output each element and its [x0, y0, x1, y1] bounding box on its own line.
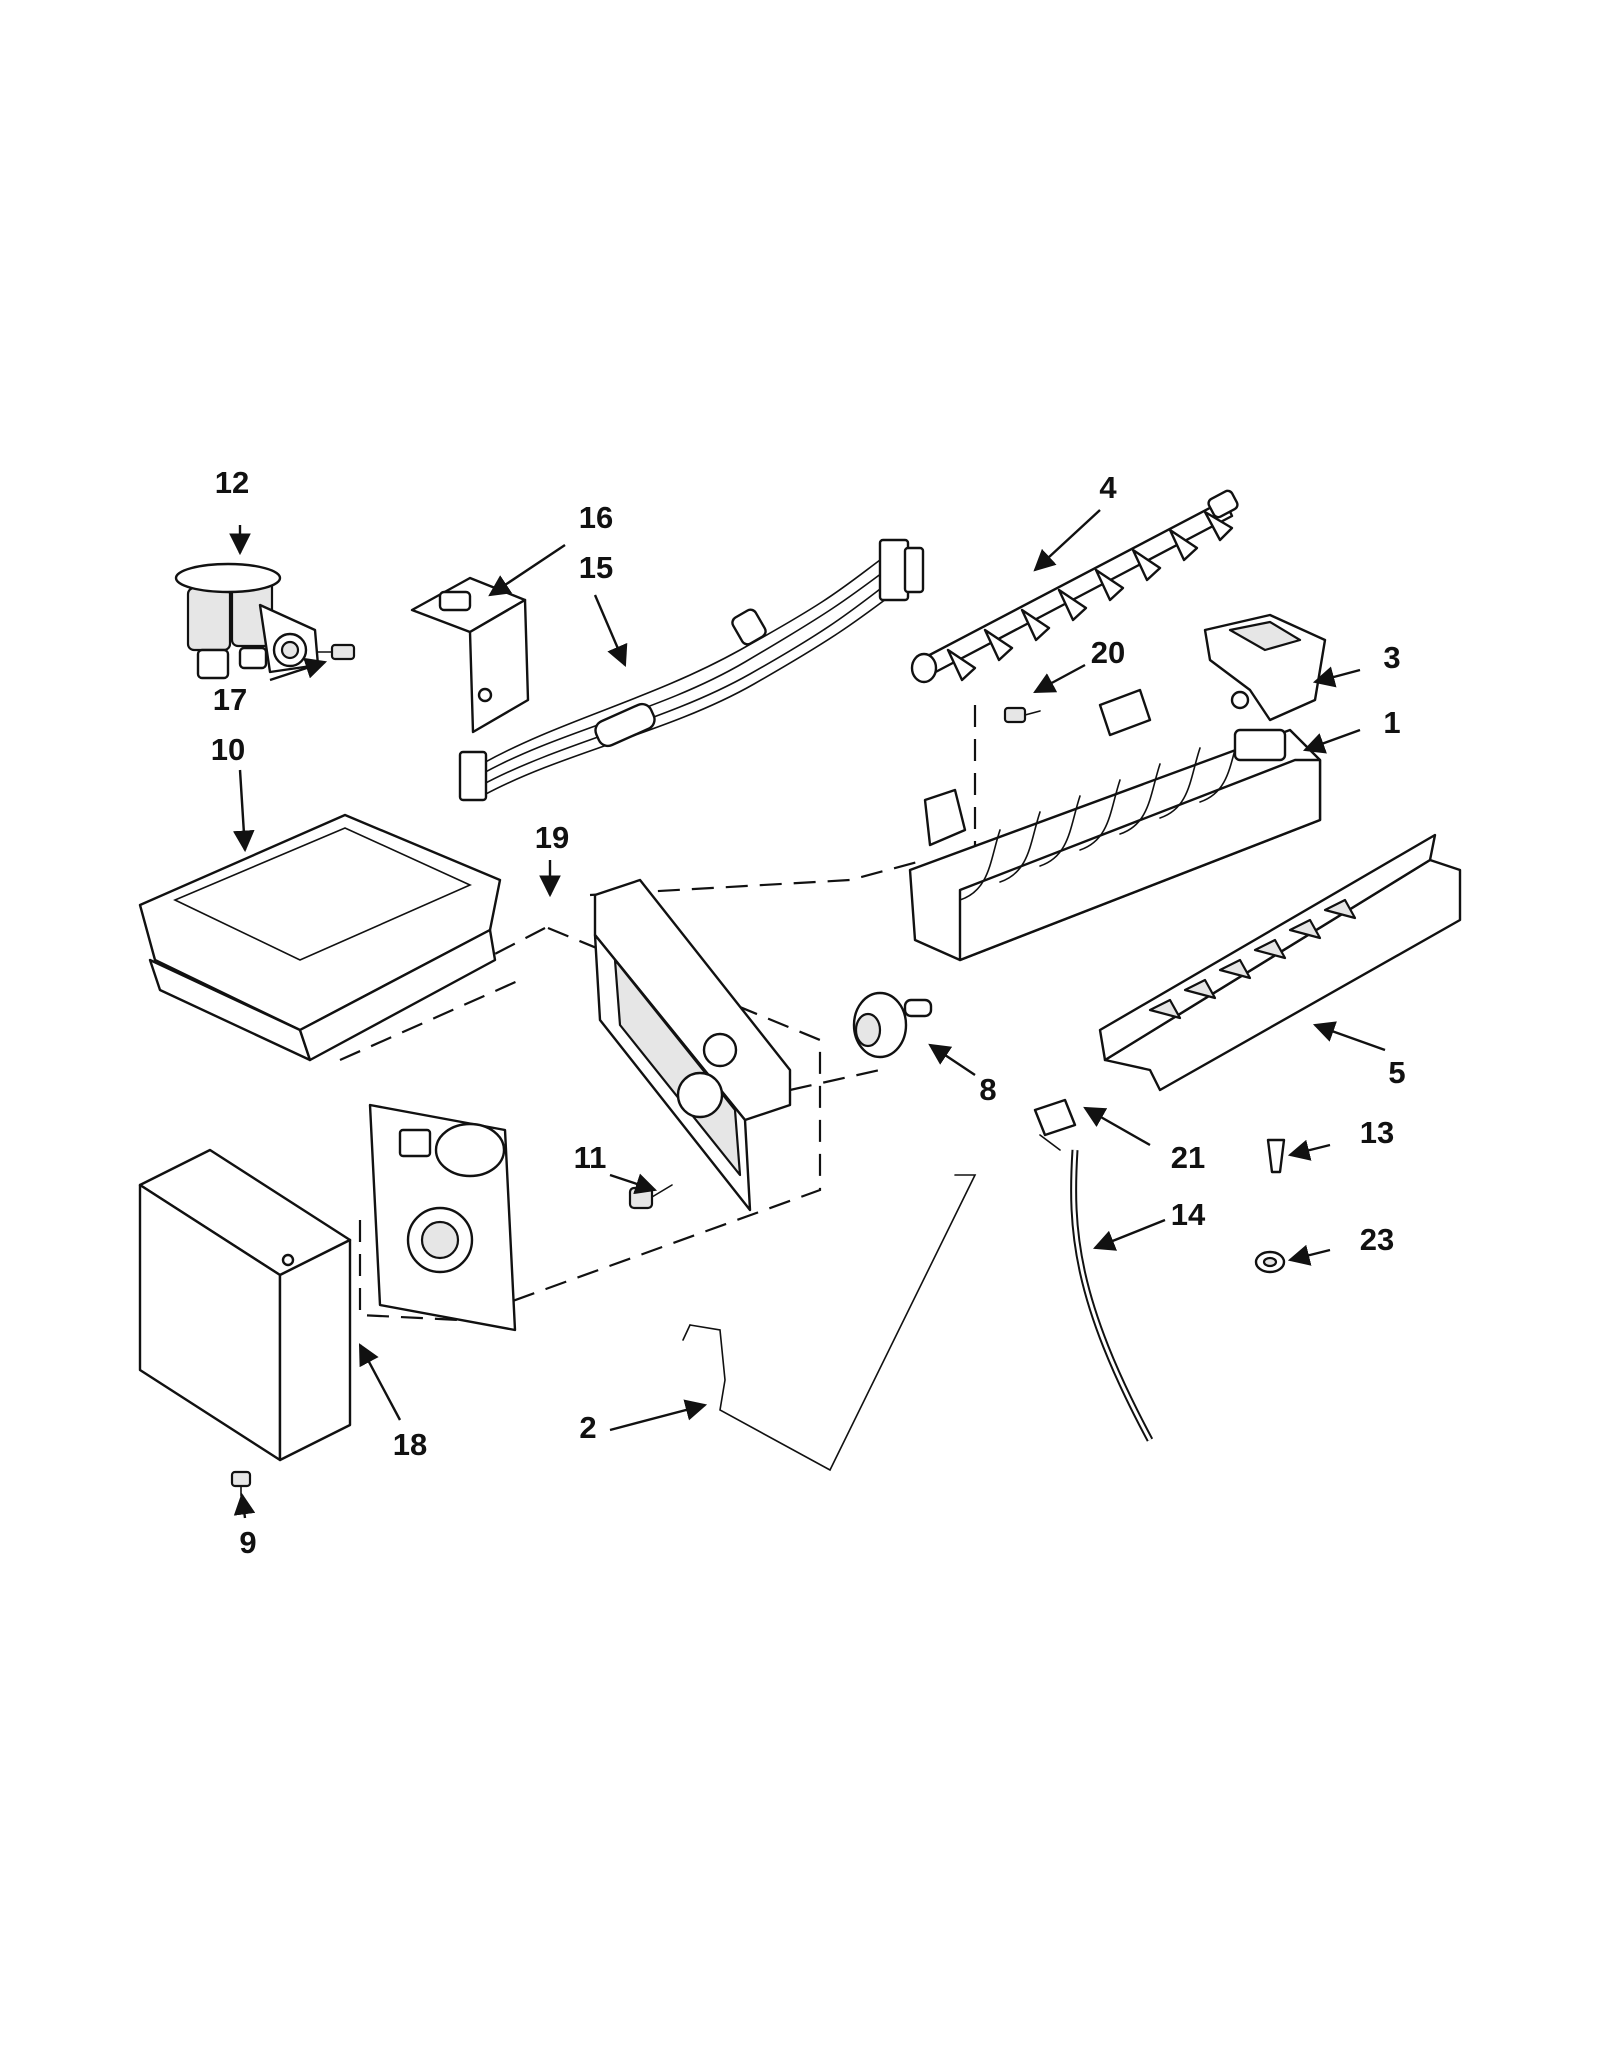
mold-screw	[1003, 706, 1041, 724]
control-module	[368, 1103, 517, 1332]
callout-2: 2	[579, 1410, 596, 1445]
leader-17	[269, 657, 328, 682]
cover-screw	[230, 1470, 252, 1497]
callout-8: 8	[979, 1072, 996, 1107]
tube-plug	[1266, 1138, 1286, 1174]
callout-20: 20	[1091, 635, 1125, 670]
harness-bracket	[410, 576, 530, 734]
leader-3	[1312, 666, 1361, 688]
thermostat-clip	[1033, 1098, 1077, 1151]
control-housing	[593, 878, 792, 1212]
callout-10: 10	[211, 732, 245, 767]
leader-11	[609, 1173, 658, 1195]
leader-16	[488, 544, 566, 597]
leader-5	[1312, 1021, 1386, 1052]
callout-16: 16	[579, 500, 613, 535]
leader-lines	[229, 509, 1386, 1519]
leader-23	[1287, 1244, 1331, 1266]
callout-5: 5	[1388, 1055, 1405, 1090]
leader-4	[1033, 509, 1101, 572]
callout-14: 14	[1171, 1197, 1206, 1232]
thermostat	[852, 991, 933, 1059]
wire-harness	[458, 538, 925, 802]
callout-23: 23	[1360, 1222, 1394, 1257]
fill-tube	[1070, 1149, 1154, 1442]
shutoff-arm	[682, 1174, 977, 1472]
callout-9: 9	[239, 1525, 256, 1560]
callout-19: 19	[535, 820, 569, 855]
ice-mold	[908, 688, 1322, 962]
ejector	[910, 489, 1239, 684]
leader-2	[609, 1399, 708, 1432]
callout-13: 13	[1360, 1115, 1394, 1150]
grommet	[1254, 1250, 1286, 1274]
callout-12: 12	[215, 465, 249, 500]
callout-17: 17	[213, 682, 247, 717]
callout-21: 21	[1171, 1140, 1205, 1175]
callout-labels: 12 16 15 4 20 3 1 17 10 19 8 5 21 13 11 …	[211, 465, 1406, 1560]
callout-4: 4	[1099, 470, 1117, 505]
callout-1: 1	[1383, 705, 1400, 740]
leader-14	[1092, 1218, 1166, 1251]
ice-bin	[138, 813, 502, 1062]
leader-13	[1287, 1139, 1331, 1161]
callout-15: 15	[579, 550, 613, 585]
leader-10	[233, 769, 255, 853]
leader-9	[233, 1492, 256, 1519]
callout-18: 18	[393, 1427, 427, 1462]
leader-18	[358, 1343, 402, 1421]
leader-21	[1083, 1106, 1151, 1147]
leader-1	[1302, 728, 1361, 754]
leader-20	[1033, 663, 1086, 694]
callout-3: 3	[1383, 640, 1400, 675]
valve-screw	[317, 643, 356, 661]
mold-cover	[1098, 833, 1462, 1092]
leader-15	[593, 594, 628, 667]
module-cover	[138, 1148, 352, 1462]
water-valve	[174, 562, 320, 680]
fill-cup	[1203, 613, 1327, 722]
callout-11: 11	[574, 1140, 607, 1175]
leader-8	[928, 1043, 976, 1076]
